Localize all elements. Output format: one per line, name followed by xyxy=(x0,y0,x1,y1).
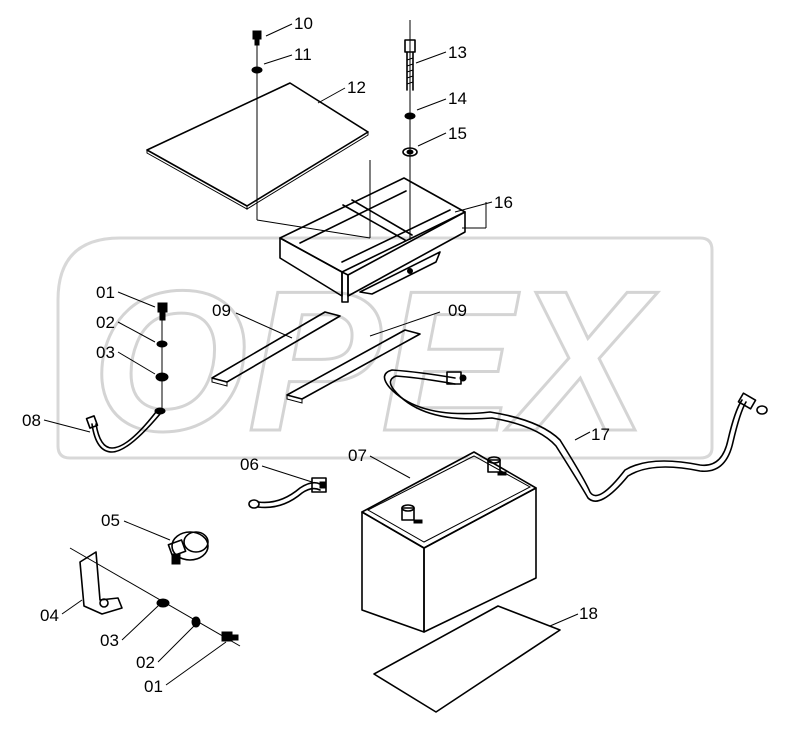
watermark-text: OPEX xyxy=(92,250,658,473)
strap-09-left xyxy=(211,311,341,387)
callout-08: 08 xyxy=(22,411,41,430)
callout-03-upper: 03 xyxy=(96,343,115,362)
callout-04: 04 xyxy=(40,606,59,625)
battery-tray xyxy=(279,177,466,303)
leader-lines xyxy=(43,23,591,686)
cable-06 xyxy=(248,477,327,509)
callout-01-lower: 01 xyxy=(144,677,163,696)
callout-12: 12 xyxy=(347,78,366,97)
bolt-stack-upper xyxy=(155,302,169,412)
strap-09-right xyxy=(286,329,421,404)
callout-18: 18 xyxy=(579,604,598,623)
callout-13: 13 xyxy=(448,43,467,62)
callout-06: 06 xyxy=(240,455,259,474)
bolt-10 xyxy=(251,30,371,239)
callout-14: 14 xyxy=(448,89,467,108)
cover-plate xyxy=(146,82,369,210)
callout-02-lower: 02 xyxy=(136,653,155,672)
cable-17 xyxy=(383,369,768,502)
watermark: OPEX xyxy=(56,236,714,475)
cable-08 xyxy=(85,407,166,453)
callout-05: 05 xyxy=(101,511,120,530)
bracket-04 xyxy=(69,547,241,647)
callout-15: 15 xyxy=(448,124,467,143)
callout-09-left: 09 xyxy=(212,301,231,320)
callout-07: 07 xyxy=(348,446,367,465)
callout-01-upper: 01 xyxy=(96,283,115,302)
battery-07 xyxy=(361,451,537,633)
callout-02-upper: 02 xyxy=(96,313,115,332)
callout-09-right: 09 xyxy=(448,301,467,320)
battery-mat-18 xyxy=(373,605,561,713)
callout-10: 10 xyxy=(294,14,313,33)
bolt-stack-lower xyxy=(156,598,239,642)
callout-11: 11 xyxy=(294,45,312,64)
switch-05 xyxy=(167,531,209,565)
callout-labels: 10 11 12 13 14 15 16 01 02 03 09 09 08 1… xyxy=(22,14,610,696)
callout-16: 16 xyxy=(494,193,513,212)
bolt-13 xyxy=(402,20,418,240)
callout-17: 17 xyxy=(591,425,610,444)
callout-03-lower: 03 xyxy=(100,631,119,650)
